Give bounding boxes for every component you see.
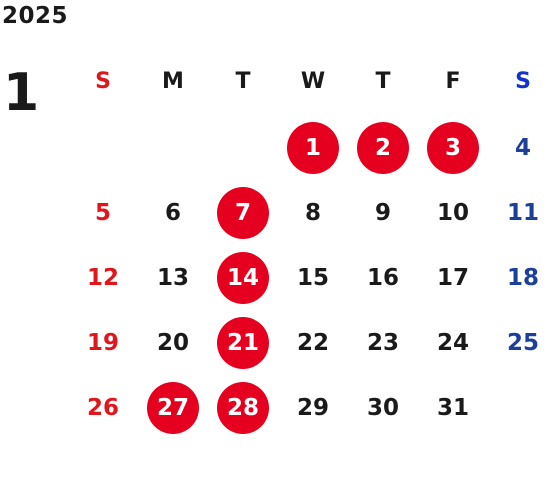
year-label: 2025: [2, 3, 69, 29]
day-number: 10: [436, 199, 469, 226]
day-number: 29: [296, 394, 329, 421]
holiday-day-number: 21: [217, 316, 269, 369]
day-cell: 17: [418, 245, 488, 310]
day-cell: 6: [138, 180, 208, 245]
day-cell: 7: [208, 180, 278, 245]
weekday-monday: M: [162, 68, 184, 94]
day-number: 8: [304, 199, 321, 226]
holiday-day-number: 7: [217, 186, 269, 239]
day-cell: 10: [418, 180, 488, 245]
day-cell: 31: [418, 375, 488, 440]
day-number: 25: [506, 329, 539, 356]
day-cell: 9: [348, 180, 418, 245]
day-number: 17: [436, 264, 469, 291]
weekday-wednesday: W: [300, 68, 326, 94]
day-cell: 28: [208, 375, 278, 440]
day-cell: 5: [68, 180, 138, 245]
holiday-day-number: 14: [217, 251, 269, 304]
day-number: 16: [366, 264, 399, 291]
day-cell: 2: [348, 115, 418, 180]
day-cell: 23: [348, 310, 418, 375]
day-number: 20: [156, 329, 189, 356]
weekday-thursday: T: [375, 68, 391, 94]
day-number: 11: [506, 199, 539, 226]
day-number: 9: [374, 199, 391, 226]
day-number: 5: [94, 199, 111, 226]
day-cell: 19: [68, 310, 138, 375]
day-cell: 11: [488, 180, 548, 245]
day-cell: 8: [278, 180, 348, 245]
day-cell: 22: [278, 310, 348, 375]
day-number: 19: [86, 329, 119, 356]
day-cell: 30: [348, 375, 418, 440]
day-cell: 3: [418, 115, 488, 180]
day-number: 26: [86, 394, 119, 421]
day-number: 12: [86, 264, 119, 291]
day-cell: 14: [208, 245, 278, 310]
day-cell: 26: [68, 375, 138, 440]
day-cell: 13: [138, 245, 208, 310]
weekday-friday: F: [445, 68, 461, 94]
holiday-day-number: 27: [147, 381, 199, 434]
empty-cell: [208, 115, 278, 180]
day-number: 6: [164, 199, 181, 226]
empty-cell: [68, 115, 138, 180]
month-number: 1: [3, 63, 40, 123]
day-number: 13: [156, 264, 189, 291]
day-cell: 29: [278, 375, 348, 440]
day-number: 22: [296, 329, 329, 356]
day-cell: 4: [488, 115, 548, 180]
day-cell: 12: [68, 245, 138, 310]
day-number: 15: [296, 264, 329, 291]
weekday-sunday: S: [95, 68, 111, 94]
holiday-day-number: 2: [357, 121, 409, 174]
day-number: 18: [506, 264, 539, 291]
holiday-day-number: 28: [217, 381, 269, 434]
day-cell: 24: [418, 310, 488, 375]
day-cell: 1: [278, 115, 348, 180]
day-number: 23: [366, 329, 399, 356]
day-cell: 21: [208, 310, 278, 375]
holiday-day-number: 1: [287, 121, 339, 174]
holiday-day-number: 3: [427, 121, 479, 174]
day-number: 4: [514, 134, 531, 161]
weekday-saturday: S: [515, 68, 531, 94]
day-number: 31: [436, 394, 469, 421]
day-cell: 27: [138, 375, 208, 440]
day-cell: 20: [138, 310, 208, 375]
empty-cell: [138, 115, 208, 180]
day-cell: 25: [488, 310, 548, 375]
day-cell: 15: [278, 245, 348, 310]
day-cell: 18: [488, 245, 548, 310]
day-cell: 16: [348, 245, 418, 310]
day-number: 30: [366, 394, 399, 421]
weekday-tuesday: T: [235, 68, 251, 94]
day-number: 24: [436, 329, 469, 356]
